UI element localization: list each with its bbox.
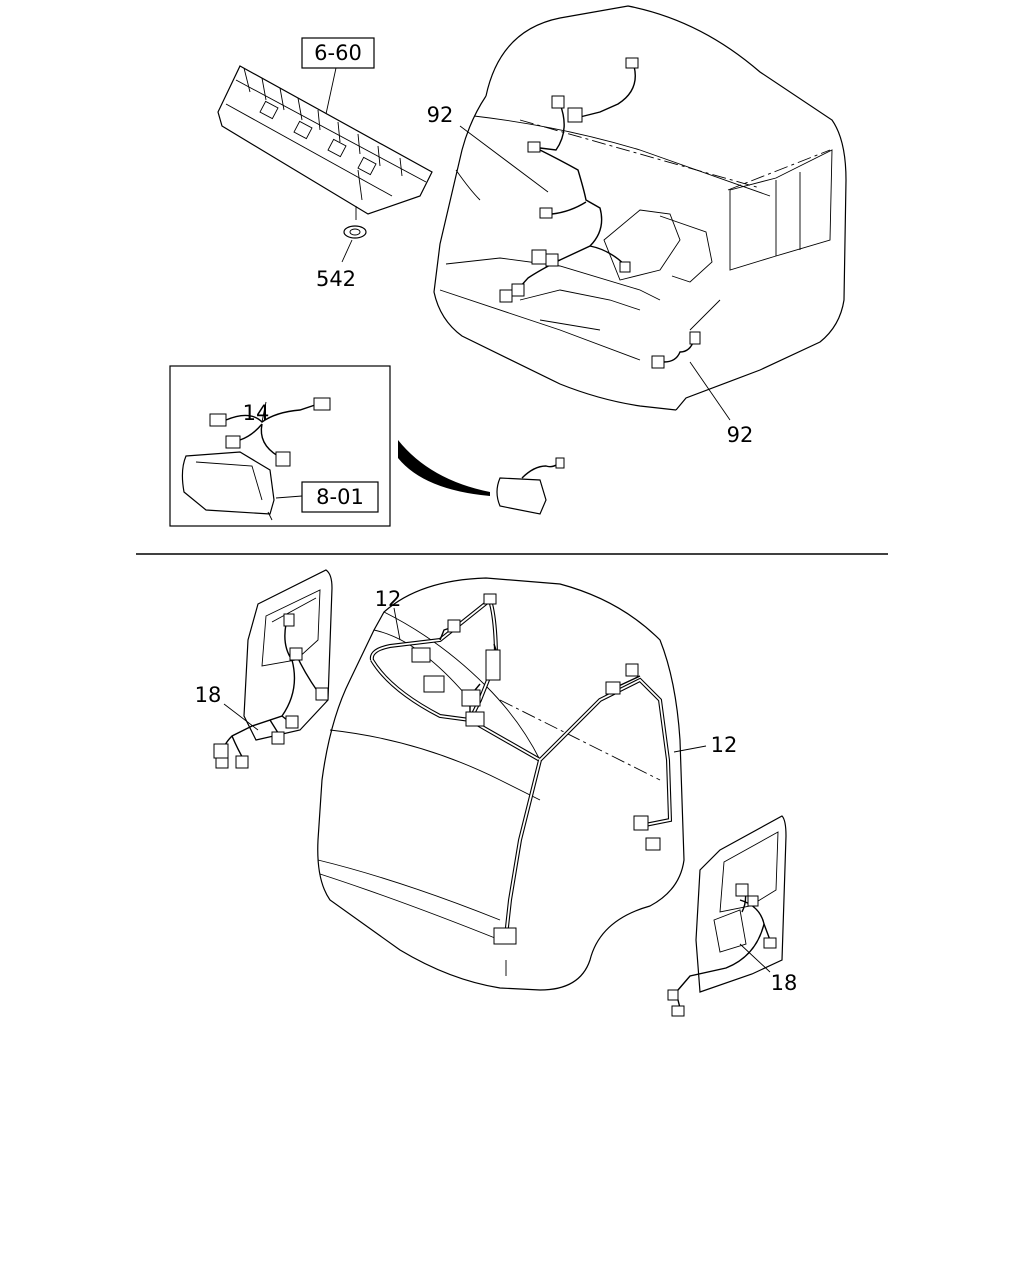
ref-label-6-60: 6-60	[314, 41, 362, 65]
part-label-12-left: 12	[375, 587, 402, 611]
grommet-542: 542	[316, 206, 367, 291]
ref-label-8-01: 8-01	[316, 485, 364, 509]
ref-box-6-60: 6-60	[301, 37, 375, 115]
part-label-14: 14	[243, 401, 270, 425]
part-label-92-bottom: 92	[727, 423, 754, 447]
small-lamp	[496, 457, 565, 515]
cab-outline-top	[433, 5, 847, 411]
left-door: 18	[195, 569, 333, 769]
harness-92-top: 92	[427, 57, 639, 303]
harness-92-right: 92	[651, 331, 754, 447]
inset-box: 14 8-01	[169, 365, 391, 527]
part-label-18-right: 18	[771, 971, 798, 995]
pointer-arrow	[398, 440, 490, 496]
right-door: 18	[667, 815, 798, 1017]
part-label-542: 542	[316, 267, 356, 291]
harness-12: 12 12	[369, 587, 738, 976]
part-label-12-right: 12	[711, 733, 738, 757]
grille-panel	[217, 65, 433, 215]
part-label-18-left: 18	[195, 683, 222, 707]
part-label-92-top: 92	[427, 103, 454, 127]
